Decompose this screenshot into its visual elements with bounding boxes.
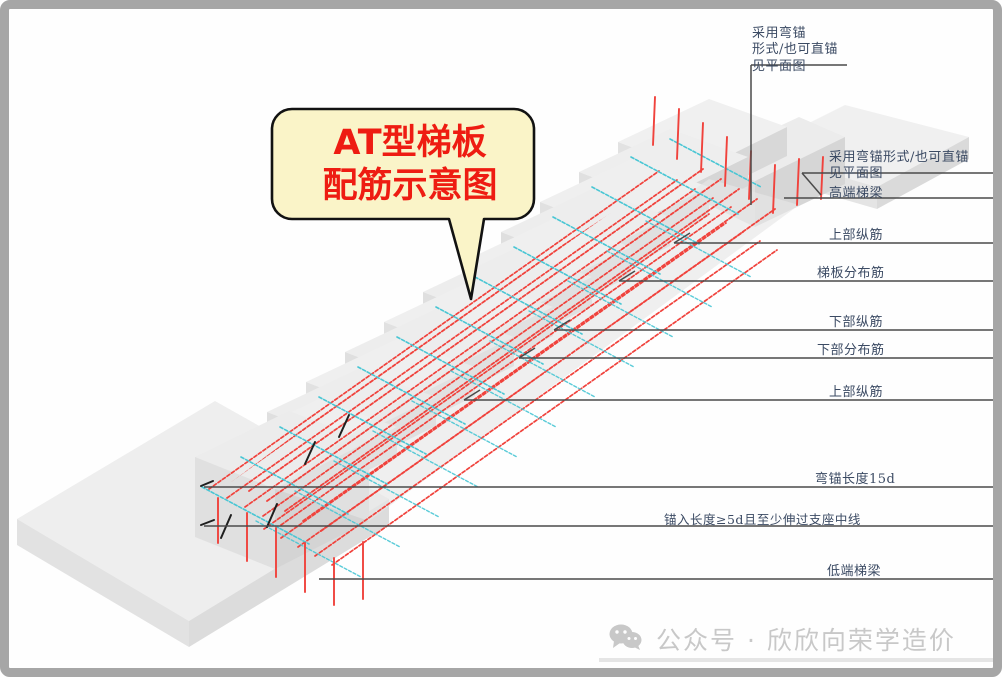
label-top-anchor-line-3: 见平面图 [752, 58, 807, 74]
label-high-anchor: 采用弯锚形式/也可直锚 见平面图 [829, 150, 969, 183]
label-top-anchor: 采用弯锚 形式/也可直锚 见平面图 [752, 26, 838, 75]
wechat-icon [609, 623, 643, 655]
stair-rebar-illustration [17, 64, 993, 662]
label-bend-anchor-length: 弯锚长度15d [815, 472, 896, 487]
label-high-anchor-line-1: 采用弯锚形式/也可直锚 [829, 150, 969, 165]
label-embed-length: 锚入长度≥5d且至少伸过支座中线 [664, 512, 861, 527]
low-end-anchor-rebar [217, 497, 364, 606]
label-top-anchor-line-2: 形式/也可直锚 [752, 42, 838, 58]
label-high-anchor-line-2: 见平面图 [829, 166, 884, 182]
dimension-tick-marks [200, 414, 350, 539]
label-upper-longitudinal-1: 上部纵筋 [829, 228, 884, 243]
label-top-anchor-line-1: 采用弯锚 [752, 26, 807, 41]
leader-lines [204, 64, 993, 580]
label-high-beam: 高端梯梁 [829, 186, 884, 201]
upper-longitudinal-rebar [208, 170, 732, 526]
label-lower-longitudinal: 下部纵筋 [829, 315, 884, 330]
watermark: 公众号 · 欣欣向荣学造价 [609, 621, 956, 657]
label-upper-longitudinal-2: 上部纵筋 [829, 385, 884, 400]
drawing-canvas: AT型梯板 配筋示意图 采用弯锚 形式/也可直锚 见平面图 采用弯锚形式/也可直… [9, 9, 993, 668]
lower-distribution-rebar [255, 220, 752, 578]
label-slab-distribution: 梯板分布筋 [817, 266, 885, 281]
watermark-text: 公众号 · 欣欣向荣学造价 [656, 626, 956, 655]
watermark-underline [599, 658, 993, 662]
callout-bubble [270, 107, 536, 301]
label-low-beam: 低端梯梁 [827, 564, 882, 579]
label-lower-distribution: 下部分布筋 [817, 343, 885, 358]
